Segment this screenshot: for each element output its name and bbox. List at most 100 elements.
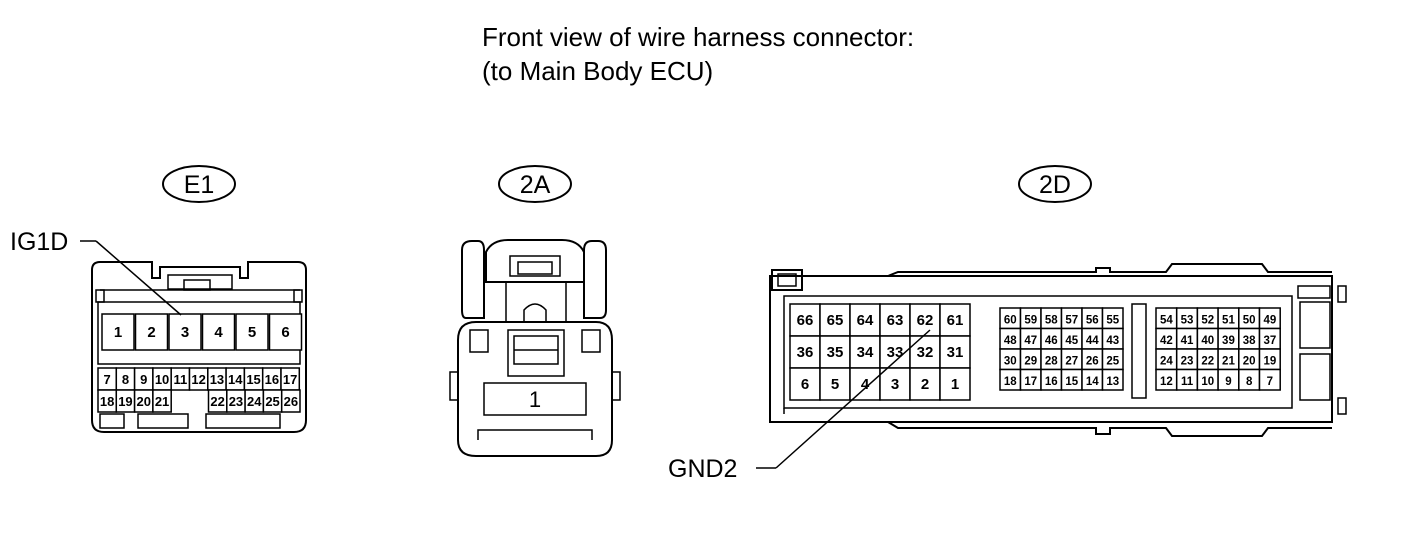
2d-pin-60: 60 xyxy=(999,307,1022,330)
gnd2-callout: GND2 xyxy=(668,329,931,483)
2d-pin-5: 5 xyxy=(819,367,851,401)
2d-pin-30-label: 30 xyxy=(1004,355,1017,367)
2d-pin-40: 40 xyxy=(1196,327,1219,350)
2d-pin-60-label: 60 xyxy=(1004,314,1017,326)
2d-pin-36: 36 xyxy=(789,335,821,369)
2d-pin-56-label: 56 xyxy=(1086,314,1099,326)
e1-pin-20: 20 xyxy=(133,389,154,413)
e1-pin-10: 10 xyxy=(152,367,172,391)
gnd2-label: GND2 xyxy=(668,455,737,483)
2d-label-badge: 2D xyxy=(1018,165,1092,203)
e1-pin-15: 15 xyxy=(243,367,264,391)
2d-pin-17-label: 17 xyxy=(1024,376,1037,388)
diagram-subtitle: (to Main Body ECU) xyxy=(482,56,713,86)
2d-pin-22: 22 xyxy=(1196,348,1219,371)
e1-pin-18-label: 18 xyxy=(100,394,114,409)
e1-pin-3: 3 xyxy=(168,313,202,351)
2d-pin-6-label: 6 xyxy=(801,376,809,393)
e1-pin-5: 5 xyxy=(235,313,269,351)
2d-pin-26: 26 xyxy=(1081,348,1104,371)
e1-pin-9: 9 xyxy=(133,367,154,391)
2d-pin-23-label: 23 xyxy=(1181,355,1194,367)
2d-pin-55-label: 55 xyxy=(1106,314,1119,326)
2d-pin-56: 56 xyxy=(1081,307,1104,330)
2d-pin-13-label: 13 xyxy=(1106,376,1119,388)
2d-pin-33-label: 33 xyxy=(887,344,904,361)
2d-pin-25: 25 xyxy=(1101,348,1124,371)
2d-label: 2D xyxy=(1039,171,1071,199)
2d-pin-46: 46 xyxy=(1040,327,1063,350)
2d-pin-14: 14 xyxy=(1081,368,1104,391)
e1-pin-24: 24 xyxy=(244,389,265,413)
2d-pin-51-label: 51 xyxy=(1222,314,1235,326)
2d-pin-10-label: 10 xyxy=(1201,376,1214,388)
ig1d-label: IG1D xyxy=(10,228,68,256)
2d-pin-34-label: 34 xyxy=(857,344,874,361)
2d-pin-47-label: 47 xyxy=(1024,335,1037,347)
2d-pin-52-label: 52 xyxy=(1201,314,1214,326)
2d-pin-35: 35 xyxy=(819,335,851,369)
2d-pin-23: 23 xyxy=(1175,348,1199,371)
2d-pin-65-label: 65 xyxy=(827,312,844,329)
2d-pin-40-label: 40 xyxy=(1201,335,1214,347)
2d-pin-12: 12 xyxy=(1155,368,1178,391)
2d-pin-1: 1 xyxy=(939,367,971,401)
2d-pin-33: 33 xyxy=(879,335,911,369)
e1-pin-12-label: 12 xyxy=(191,372,205,387)
2d-pin-39-label: 39 xyxy=(1222,335,1235,347)
e1-pin-21-label: 21 xyxy=(155,394,169,409)
2d-pin-13: 13 xyxy=(1101,368,1124,391)
2a-label-badge: 2A xyxy=(498,165,572,203)
2d-pin-36-label: 36 xyxy=(797,344,814,361)
2d-pin-28: 28 xyxy=(1040,348,1063,371)
e1-pin-12: 12 xyxy=(188,367,209,391)
e1-pin-22-label: 22 xyxy=(210,394,224,409)
2d-pin-62: 62 xyxy=(909,303,941,337)
2d-pin-58-label: 58 xyxy=(1045,314,1058,326)
e1-pin-23-label: 23 xyxy=(229,394,243,409)
2d-pin-44-label: 44 xyxy=(1086,335,1099,347)
e1-label-badge: E1 xyxy=(162,165,236,203)
2d-pin-12-label: 12 xyxy=(1160,376,1173,388)
2d-pin-22-label: 22 xyxy=(1201,355,1214,367)
2d-pin-26-label: 26 xyxy=(1086,355,1099,367)
2d-pin-59: 59 xyxy=(1019,307,1042,330)
2d-pin-30: 30 xyxy=(999,348,1022,371)
2a-pin-1: 1 xyxy=(529,387,541,412)
2d-pin-24-label: 24 xyxy=(1160,355,1173,367)
2d-pin-4-label: 4 xyxy=(861,376,870,393)
2d-pin-42: 42 xyxy=(1155,327,1178,350)
e1-pin-23: 23 xyxy=(226,389,246,413)
e1-pin-18: 18 xyxy=(97,389,118,413)
2d-pin-9-label: 9 xyxy=(1225,376,1231,388)
2d-pin-57-label: 57 xyxy=(1065,314,1078,326)
2d-pin-9: 9 xyxy=(1217,368,1240,391)
ig1d-callout: IG1D xyxy=(10,228,182,316)
2d-pin-8: 8 xyxy=(1238,368,1261,391)
e1-pin-17-label: 17 xyxy=(283,372,297,387)
2d-pin-64-label: 64 xyxy=(857,312,874,329)
e1-pin-14: 14 xyxy=(225,367,246,391)
2d-pin-54-label: 54 xyxy=(1160,314,1173,326)
2d-pin-51: 51 xyxy=(1217,307,1240,330)
2d-pin-20-label: 20 xyxy=(1243,355,1256,367)
e1-pin-6-label: 6 xyxy=(281,324,289,341)
2d-pin-11-label: 11 xyxy=(1181,376,1194,388)
2d-pin-53: 53 xyxy=(1175,307,1199,330)
e1-pin-17: 17 xyxy=(280,367,301,391)
2d-pin-21: 21 xyxy=(1217,348,1240,371)
2d-pin-48-label: 48 xyxy=(1004,335,1017,347)
2d-pin-7-label: 7 xyxy=(1267,376,1273,388)
2d-pin-10: 10 xyxy=(1196,368,1219,391)
e1-pin-25: 25 xyxy=(262,389,283,413)
e1-pin-8: 8 xyxy=(115,367,136,391)
e1-pin-1: 1 xyxy=(101,313,135,351)
2d-pin-45: 45 xyxy=(1060,327,1083,350)
2d-pin-5-label: 5 xyxy=(831,376,839,393)
e1-pin-11-label: 11 xyxy=(173,372,187,387)
e1-pin-19-label: 19 xyxy=(118,394,132,409)
